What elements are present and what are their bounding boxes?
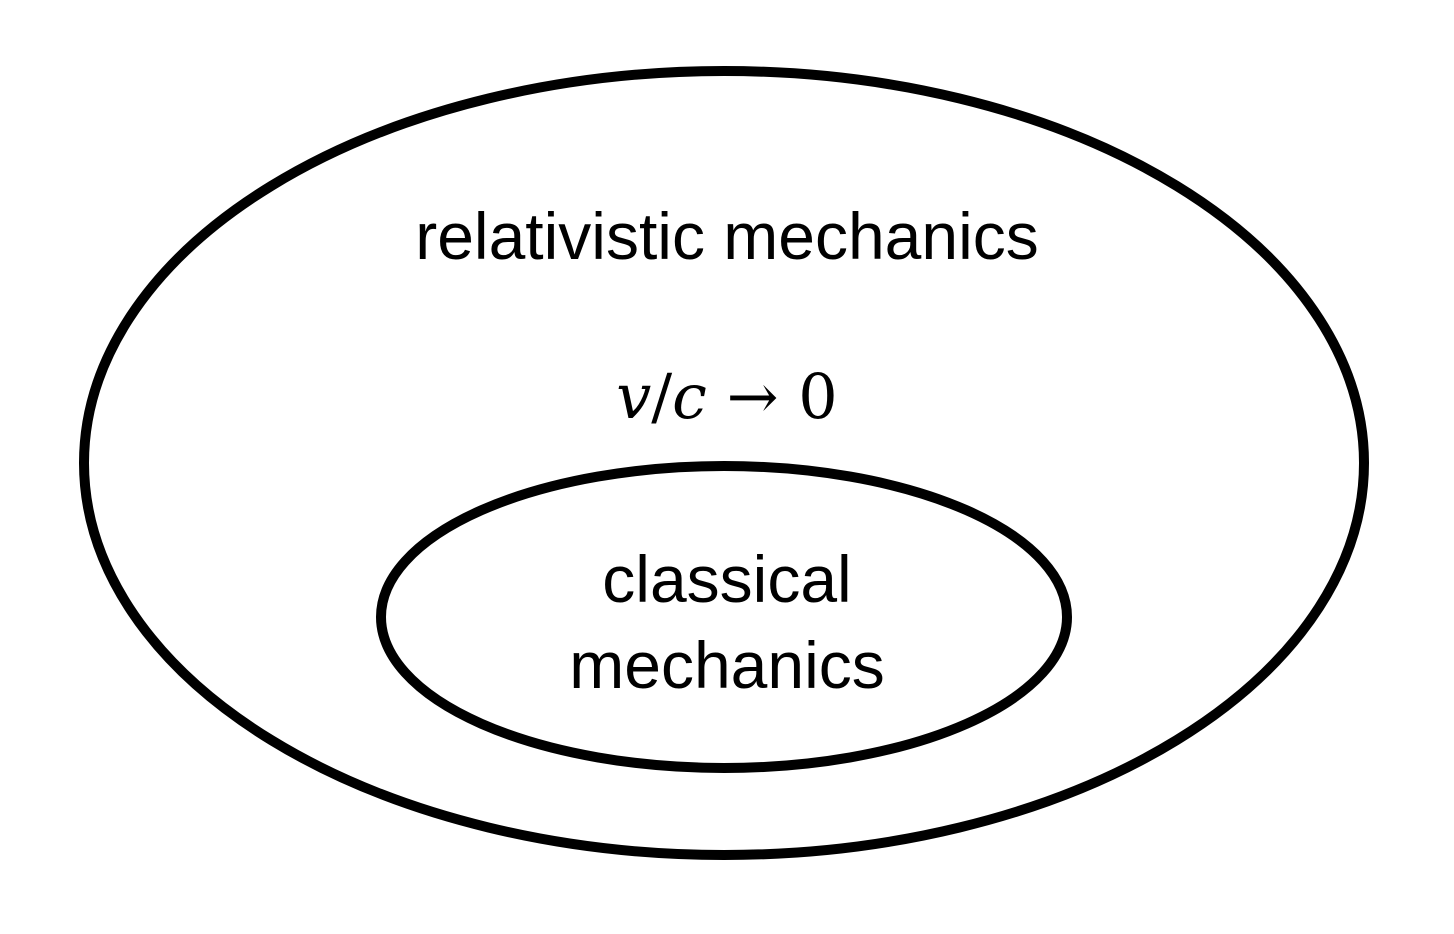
limit-target: 0	[798, 360, 838, 433]
classical-mechanics-ellipse	[376, 461, 1072, 773]
relativistic-mechanics-ellipse	[79, 66, 1369, 860]
limit-arrow: →	[726, 360, 779, 433]
division-slash: /	[651, 360, 673, 433]
relativistic-mechanics-label: relativistic mechanics	[415, 199, 1039, 273]
velocity-symbol: v	[616, 360, 652, 433]
light-speed-symbol: c	[672, 360, 707, 433]
classical-mechanics-label-line1: classical	[602, 542, 852, 616]
classical-mechanics-label-line2: mechanics	[569, 628, 885, 702]
limit-expression: v/c → 0	[0, 366, 1454, 428]
